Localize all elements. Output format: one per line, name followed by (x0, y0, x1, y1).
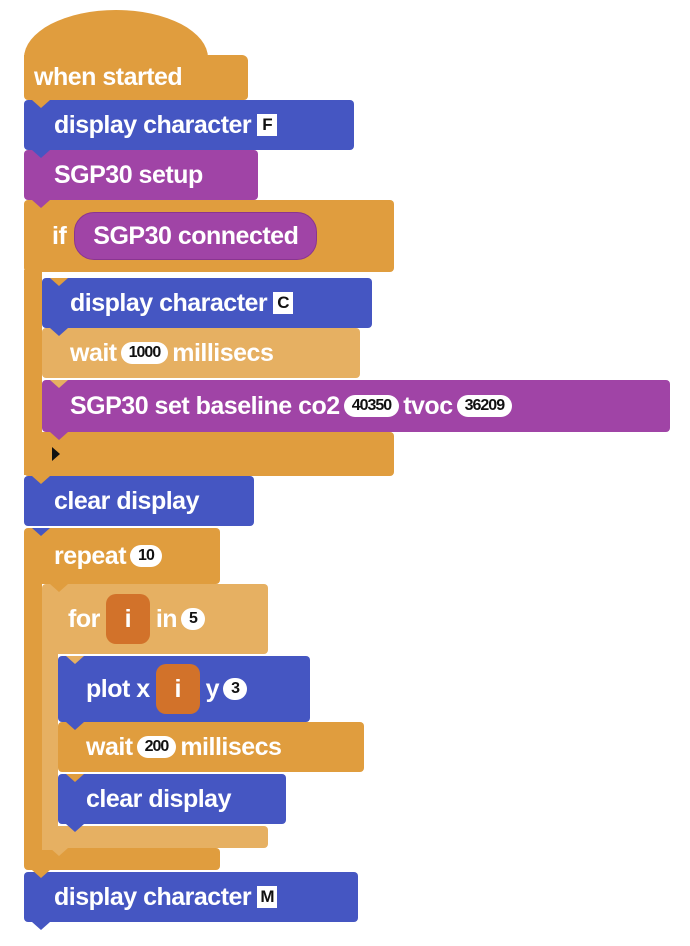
co2-baseline-field[interactable]: 40350 (343, 395, 400, 417)
connector-notch (32, 922, 50, 930)
clear-display-label: clear display (86, 784, 231, 813)
if-block[interactable]: if SGP30 connected (24, 200, 394, 272)
connector-notch (50, 328, 68, 336)
if-label: if (52, 221, 67, 250)
if-block-spine (24, 270, 42, 475)
if-block-footer[interactable] (24, 432, 394, 476)
clear-display-block[interactable]: clear display (58, 774, 286, 824)
expand-arrow-icon[interactable] (52, 447, 60, 461)
plot-x-label: plot x (86, 674, 150, 703)
clear-display-label: clear display (54, 486, 199, 515)
display-character-block[interactable]: display character F (24, 100, 354, 150)
display-character-label: display character (54, 882, 252, 911)
when-started-block[interactable]: when started (24, 55, 248, 100)
plot-x-variable[interactable]: i (155, 664, 200, 714)
sgp30-setup-block[interactable]: SGP30 setup (24, 150, 258, 200)
loop-count-field[interactable]: 5 (181, 608, 205, 630)
plot-y-field[interactable]: 3 (223, 678, 247, 700)
wait-block[interactable]: wait 1000 millisecs (42, 328, 360, 378)
connector-notch (32, 528, 50, 536)
sgp30-set-baseline-block[interactable]: SGP30 set baseline co2 40350 tvoc 36209 (42, 380, 670, 432)
set-baseline-label: SGP30 set baseline co2 (70, 391, 340, 420)
wait-label: wait (70, 338, 117, 367)
repeat-label: repeat (54, 541, 127, 570)
for-label: for (68, 604, 100, 633)
tvoc-label: tvoc (403, 391, 453, 420)
wait-duration-field[interactable]: 200 (136, 736, 177, 758)
plot-y-label: y (205, 674, 220, 703)
connector-notch (50, 278, 68, 286)
display-character-block[interactable]: display character C (42, 278, 372, 328)
connector-notch (66, 824, 84, 832)
repeat-block-spine (24, 580, 42, 850)
clear-display-block[interactable]: clear display (24, 476, 254, 526)
display-character-label: display character (54, 110, 252, 139)
connector-notch (50, 848, 68, 856)
wait-unit-label: millisecs (172, 338, 274, 367)
connector-notch (32, 870, 50, 878)
repeat-count-field[interactable]: 10 (130, 545, 162, 567)
character-field[interactable]: C (273, 292, 294, 314)
connector-notch (32, 476, 50, 484)
wait-block[interactable]: wait 200 millisecs (58, 722, 364, 772)
connector-notch (50, 432, 68, 440)
tvoc-baseline-field[interactable]: 36209 (456, 395, 513, 417)
display-character-label: display character (70, 288, 268, 317)
character-field[interactable]: F (257, 114, 278, 136)
sgp30-setup-label: SGP30 setup (54, 160, 203, 189)
in-label: in (155, 604, 178, 633)
repeat-block[interactable]: repeat 10 (24, 528, 220, 584)
connector-notch (32, 100, 50, 108)
connector-notch (66, 774, 84, 782)
wait-label: wait (86, 732, 133, 761)
when-started-label: when started (34, 63, 183, 91)
connector-notch (66, 722, 84, 730)
condition-label: SGP30 connected (93, 221, 299, 250)
connector-notch (50, 584, 68, 592)
for-loop-footer (42, 826, 268, 848)
for-loop-spine (42, 650, 58, 850)
sgp30-connected-condition[interactable]: SGP30 connected (74, 212, 318, 260)
loop-variable[interactable]: i (105, 594, 150, 644)
connector-notch (32, 150, 50, 158)
connector-notch (66, 656, 84, 664)
connector-notch (50, 380, 68, 388)
connector-notch (32, 200, 50, 208)
wait-duration-field[interactable]: 1000 (120, 342, 169, 364)
repeat-block-footer (24, 848, 220, 870)
display-character-block[interactable]: display character M (24, 872, 358, 922)
character-field[interactable]: M (257, 886, 278, 908)
wait-unit-label: millisecs (180, 732, 282, 761)
plot-block[interactable]: plot x i y 3 (58, 656, 310, 722)
for-loop-block[interactable]: for i in 5 (42, 584, 268, 654)
